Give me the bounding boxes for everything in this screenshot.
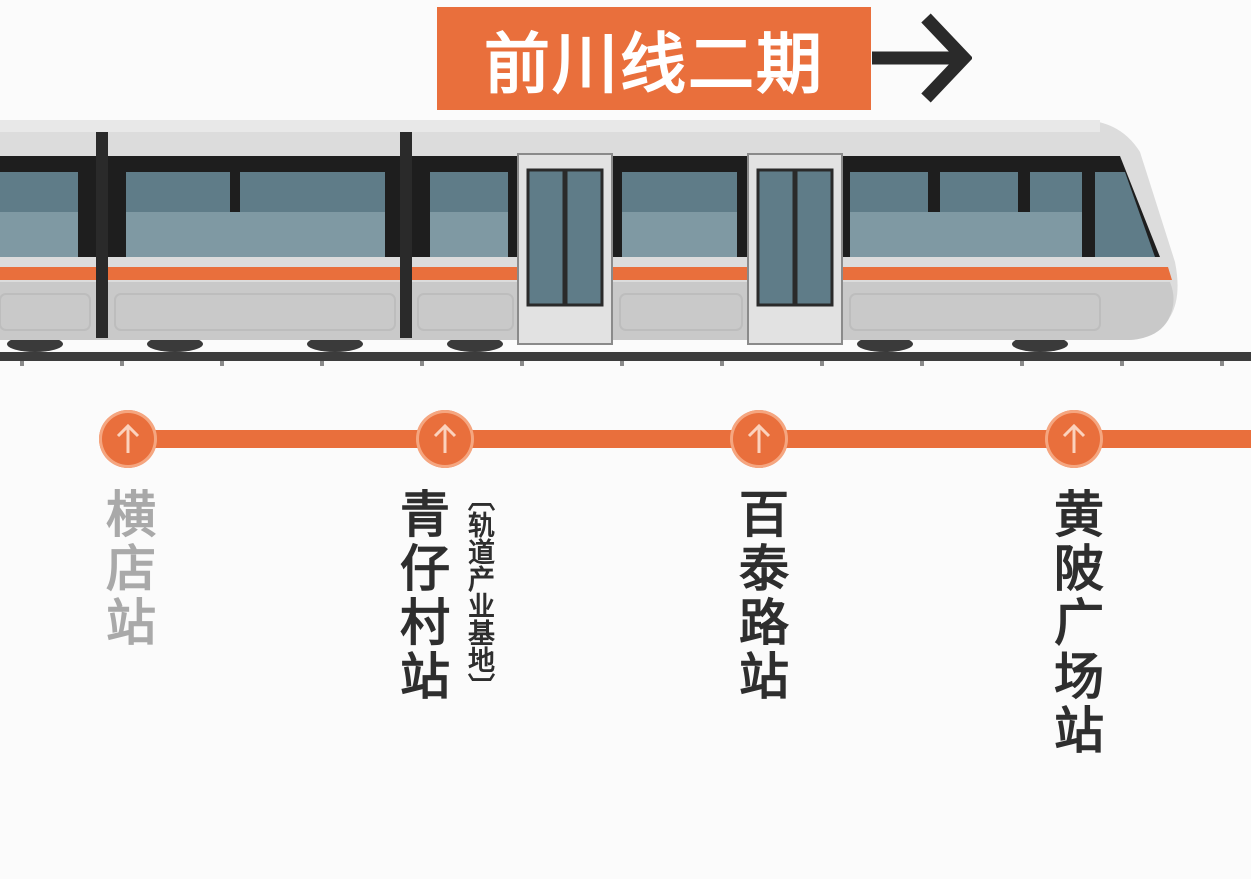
station-name-baitailu: 百泰路站 xyxy=(731,488,789,704)
up-arrow-icon xyxy=(116,423,140,453)
station-name-qingzaicun: 青仔村站 xyxy=(392,488,450,704)
up-arrow-icon xyxy=(1062,423,1086,453)
up-arrow-icon xyxy=(433,423,457,453)
station-name-hengdian: 横店站 xyxy=(98,488,156,650)
station-marker-baitailu xyxy=(730,410,788,468)
station-marker-qingzaicun xyxy=(416,410,474,468)
station-marker-hengdian xyxy=(99,410,157,468)
arrow-right-icon xyxy=(872,13,972,103)
line-title: 前川线二期 xyxy=(437,7,871,110)
up-arrow-icon xyxy=(747,423,771,453)
route-line xyxy=(125,430,1251,448)
station-marker-huangpiguangchang xyxy=(1045,410,1103,468)
station-note-track-industry-base: 〔轨道产业基地〕 xyxy=(463,484,494,700)
tram-illustration xyxy=(0,120,1251,366)
station-name-huangpiguangchang: 黄陂广场站 xyxy=(1046,488,1104,758)
